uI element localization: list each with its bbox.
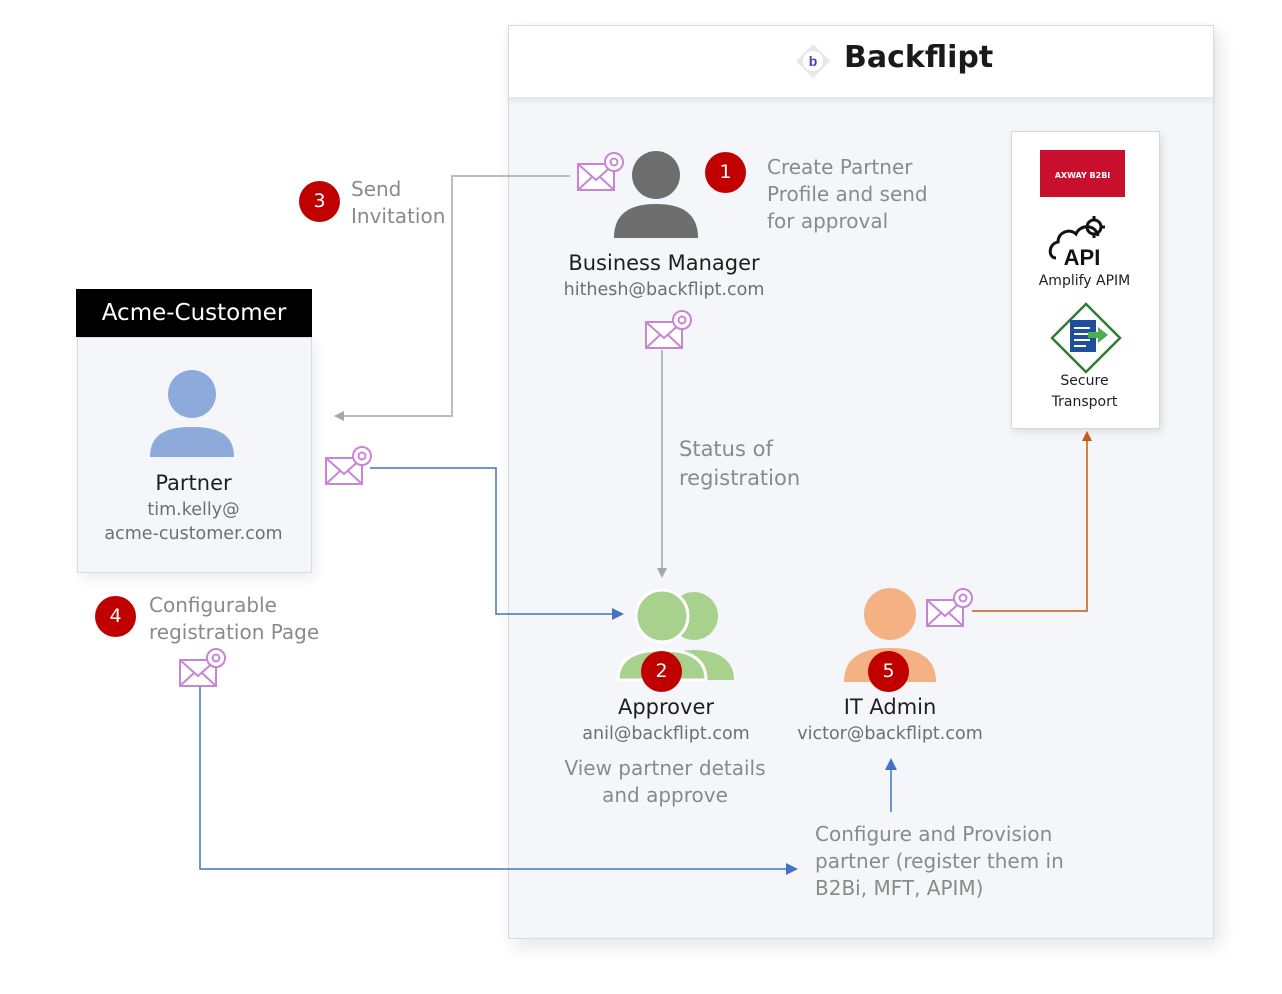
api-cloud-icon: API: [1048, 216, 1105, 268]
itadmin-to-tools-arrow: [972, 431, 1092, 612]
it-admin-email: victor@backflipt.com: [797, 724, 983, 744]
step-3-badge: 3: [299, 181, 340, 222]
registration-to-provision-arrow: [199, 682, 798, 875]
mail-icon: [926, 588, 973, 627]
approver-note-line-1: View partner details: [564, 756, 766, 780]
axway-b2bi-logo: AXWAY B2BI: [1040, 150, 1125, 197]
mail-icon: [577, 152, 624, 191]
provision-line-1: Configure and Provision: [815, 822, 1053, 846]
it-admin-name: IT Admin: [843, 695, 937, 719]
mail-icon: [325, 446, 372, 485]
customer-title: Acme-Customer: [76, 289, 312, 337]
backflipt-header: [508, 25, 1214, 98]
mail-icon: [179, 648, 226, 687]
partner-email-line-2: acme-customer.com: [104, 524, 283, 544]
brand-name: Backflipt: [844, 40, 994, 75]
step-1-line-3: for approval: [767, 209, 889, 233]
step-1-badge: 1: [705, 152, 746, 193]
partner-user-icon: [150, 370, 234, 457]
secure-transport-label-1: Secure: [1060, 373, 1109, 389]
business-manager-name: Business Manager: [568, 251, 760, 275]
step-3-line-2: Invitation: [351, 204, 446, 228]
approver-note-line-2: and approve: [602, 783, 728, 807]
api-text: API: [1064, 245, 1101, 268]
step-3-line-1: Send: [351, 177, 402, 201]
step-5-badge: 5: [868, 651, 909, 692]
amplify-apim-label: Amplify APIM: [1038, 273, 1131, 289]
business-manager-email: hithesh@backflipt.com: [563, 280, 765, 300]
step-1-line-1: Create Partner: [767, 155, 913, 179]
status-line-1: Status of: [679, 437, 773, 461]
partner-to-approver-arrow: [370, 467, 624, 620]
mail-icon: [645, 310, 692, 349]
provision-line-2: partner (register them in: [815, 849, 1064, 873]
step-4-line-1: Configurable: [149, 593, 277, 617]
approver-email: anil@backflipt.com: [582, 724, 750, 744]
step-4-line-2: registration Page: [149, 620, 320, 644]
step-1-line-2: Profile and send: [767, 182, 928, 206]
approver-name: Approver: [617, 695, 715, 719]
step-4-badge: 4: [95, 596, 136, 637]
business-manager-user-icon: [614, 151, 698, 238]
secure-transport-label-2: Transport: [1051, 394, 1118, 410]
partner-name: Partner: [155, 471, 232, 495]
partner-email-line-1: tim.kelly@: [147, 500, 240, 520]
secure-transport-icon: [1050, 302, 1122, 374]
invitation-arrow: [334, 175, 570, 421]
step-2-badge: 2: [641, 651, 682, 692]
provision-line-3: B2Bi, MFT, APIM): [815, 876, 984, 900]
svg-text:b: b: [809, 53, 818, 69]
status-line-2: registration: [679, 466, 801, 490]
backflipt-logo-icon: b: [796, 44, 830, 78]
